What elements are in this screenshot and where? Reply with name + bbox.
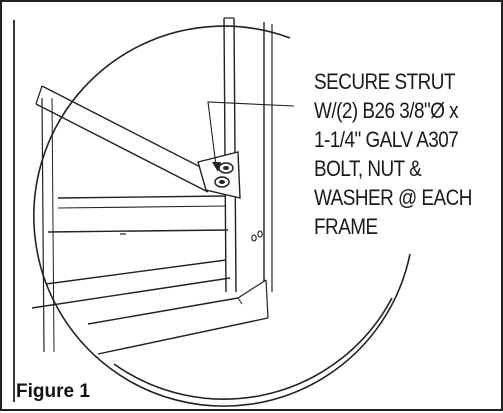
figure-caption: Figure 1 <box>16 381 90 402</box>
leader-arrowhead <box>212 162 221 172</box>
diagonal-strut-bottom <box>35 103 209 193</box>
leader-line <box>207 101 295 167</box>
base-rail-top <box>87 297 239 325</box>
post-hole <box>257 230 263 238</box>
base-rail-bottom <box>97 317 269 355</box>
callout-line: BOLT, NUT & <box>314 156 422 181</box>
gusset-plate <box>197 151 241 199</box>
bolt-upper <box>218 162 234 174</box>
detail-circle-lower <box>113 297 393 400</box>
callout-line: WASHER @ EACH <box>314 185 472 210</box>
callout-line: W/(2) B26 3/8"Ø x <box>314 98 459 123</box>
callout-line: SECURE STRUT <box>314 69 456 94</box>
strut-top-edge <box>57 195 227 199</box>
lower-strut-bottom <box>31 277 231 309</box>
callout-line: 1-1/4" GALV A307 <box>314 127 459 152</box>
bolt-lower <box>214 176 230 188</box>
callout-line: FRAME <box>314 214 378 239</box>
post-hole <box>251 234 257 242</box>
strut-bottom-edge <box>47 229 229 233</box>
diagonal-strut-top <box>41 85 215 175</box>
lower-strut-top <box>45 259 227 285</box>
detail-circle <box>33 25 411 407</box>
